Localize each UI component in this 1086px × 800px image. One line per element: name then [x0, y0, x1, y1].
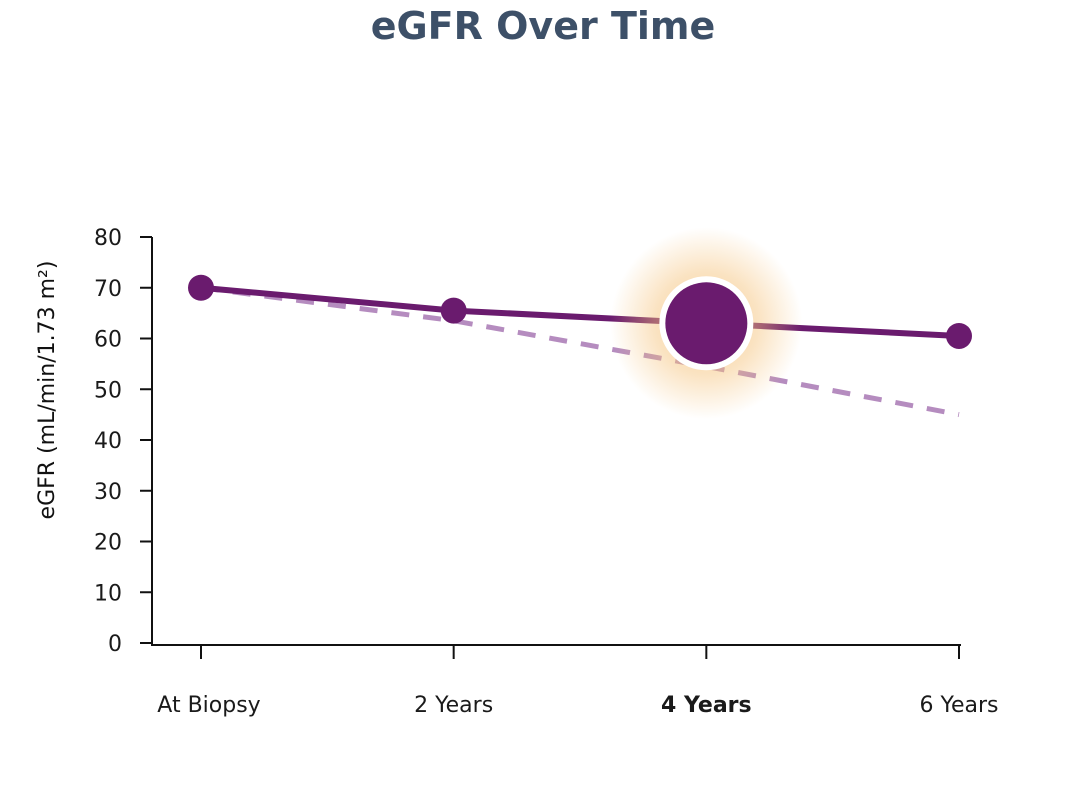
y-tick-label: 50: [94, 378, 122, 403]
solid-series-line: [198, 284, 962, 339]
y-tick-label: 0: [108, 632, 122, 657]
x-tick-label: 6 Years: [919, 693, 998, 718]
y-tick-label: 60: [94, 328, 122, 353]
y-tick-label: 30: [94, 480, 122, 505]
y-tick-label: 80: [94, 226, 122, 251]
y-axis-title: eGFR (mL/min/1.73 m²): [35, 261, 60, 520]
highlight-data-point: [665, 282, 748, 365]
x-tick-label-highlighted: 4 Years: [661, 693, 752, 718]
x-tick-label: 2 Years: [414, 693, 493, 718]
points-layer: [188, 227, 972, 420]
chart-title: eGFR Over Time: [370, 4, 716, 48]
x-axis: At Biopsy 2 Years 4 Years 6 Years: [151, 644, 999, 718]
data-point: [188, 274, 214, 301]
y-tick-label: 20: [94, 531, 122, 556]
y-tick-label: 40: [94, 429, 122, 454]
x-tick-label: At Biopsy: [157, 693, 260, 718]
data-point: [440, 297, 467, 324]
y-axis: 0 10 20 30 40 50 60 70 80: [94, 226, 153, 657]
y-tick-label: 10: [94, 581, 122, 606]
series-layer: [198, 284, 962, 418]
dashed-series-line: [200, 285, 960, 418]
y-tick-label: 70: [94, 277, 122, 302]
data-point: [946, 322, 972, 349]
